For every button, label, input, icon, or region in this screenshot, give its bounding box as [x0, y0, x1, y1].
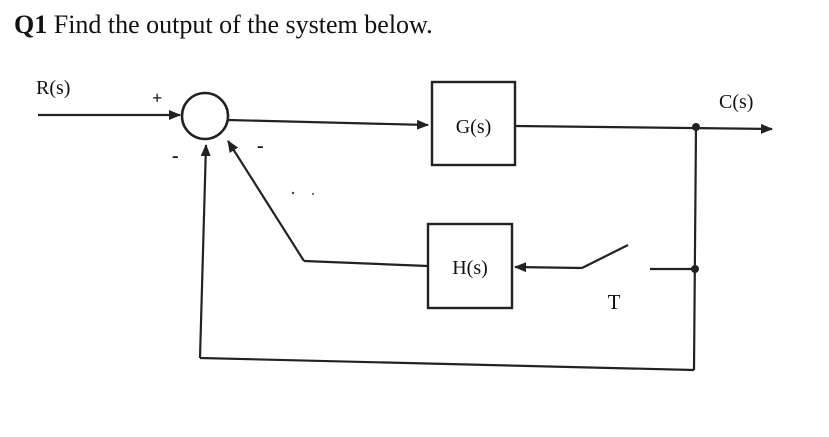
- question-number: Q1: [14, 10, 48, 39]
- summing-junction: [180, 91, 230, 141]
- output-label: C(s): [719, 91, 753, 113]
- plus-sign: +: [152, 88, 162, 108]
- switch-label: T: [608, 290, 621, 314]
- minus-sign-unity: -: [172, 145, 179, 167]
- switch-arm: [581, 244, 629, 269]
- pickoff-node-top: [692, 123, 700, 131]
- minus-sign-feedback: -: [257, 135, 264, 157]
- question-body: Find the output of the system below.: [53, 10, 433, 39]
- feedback-h-line: [303, 259, 429, 268]
- unity-feedback-bottom: [199, 356, 695, 372]
- forward-block-label: G(s): [456, 116, 492, 138]
- error-signal-line: [227, 118, 429, 130]
- feedback-block-h: [426, 222, 514, 310]
- output-signal-line: [514, 123, 773, 134]
- question-text: Q1 Find the output of the system below.: [14, 10, 433, 40]
- output-pickoff-line: [692, 126, 698, 371]
- input-label: R(s): [36, 77, 70, 99]
- feedback-block-label: H(s): [452, 257, 488, 279]
- unity-feedback-left: [198, 144, 211, 359]
- feedback-h-diagonal: [227, 140, 305, 262]
- forward-block-g: [430, 80, 517, 167]
- scan-speck: [312, 193, 314, 195]
- switch-to-h-line: [514, 262, 583, 273]
- scan-speck: [291, 191, 295, 195]
